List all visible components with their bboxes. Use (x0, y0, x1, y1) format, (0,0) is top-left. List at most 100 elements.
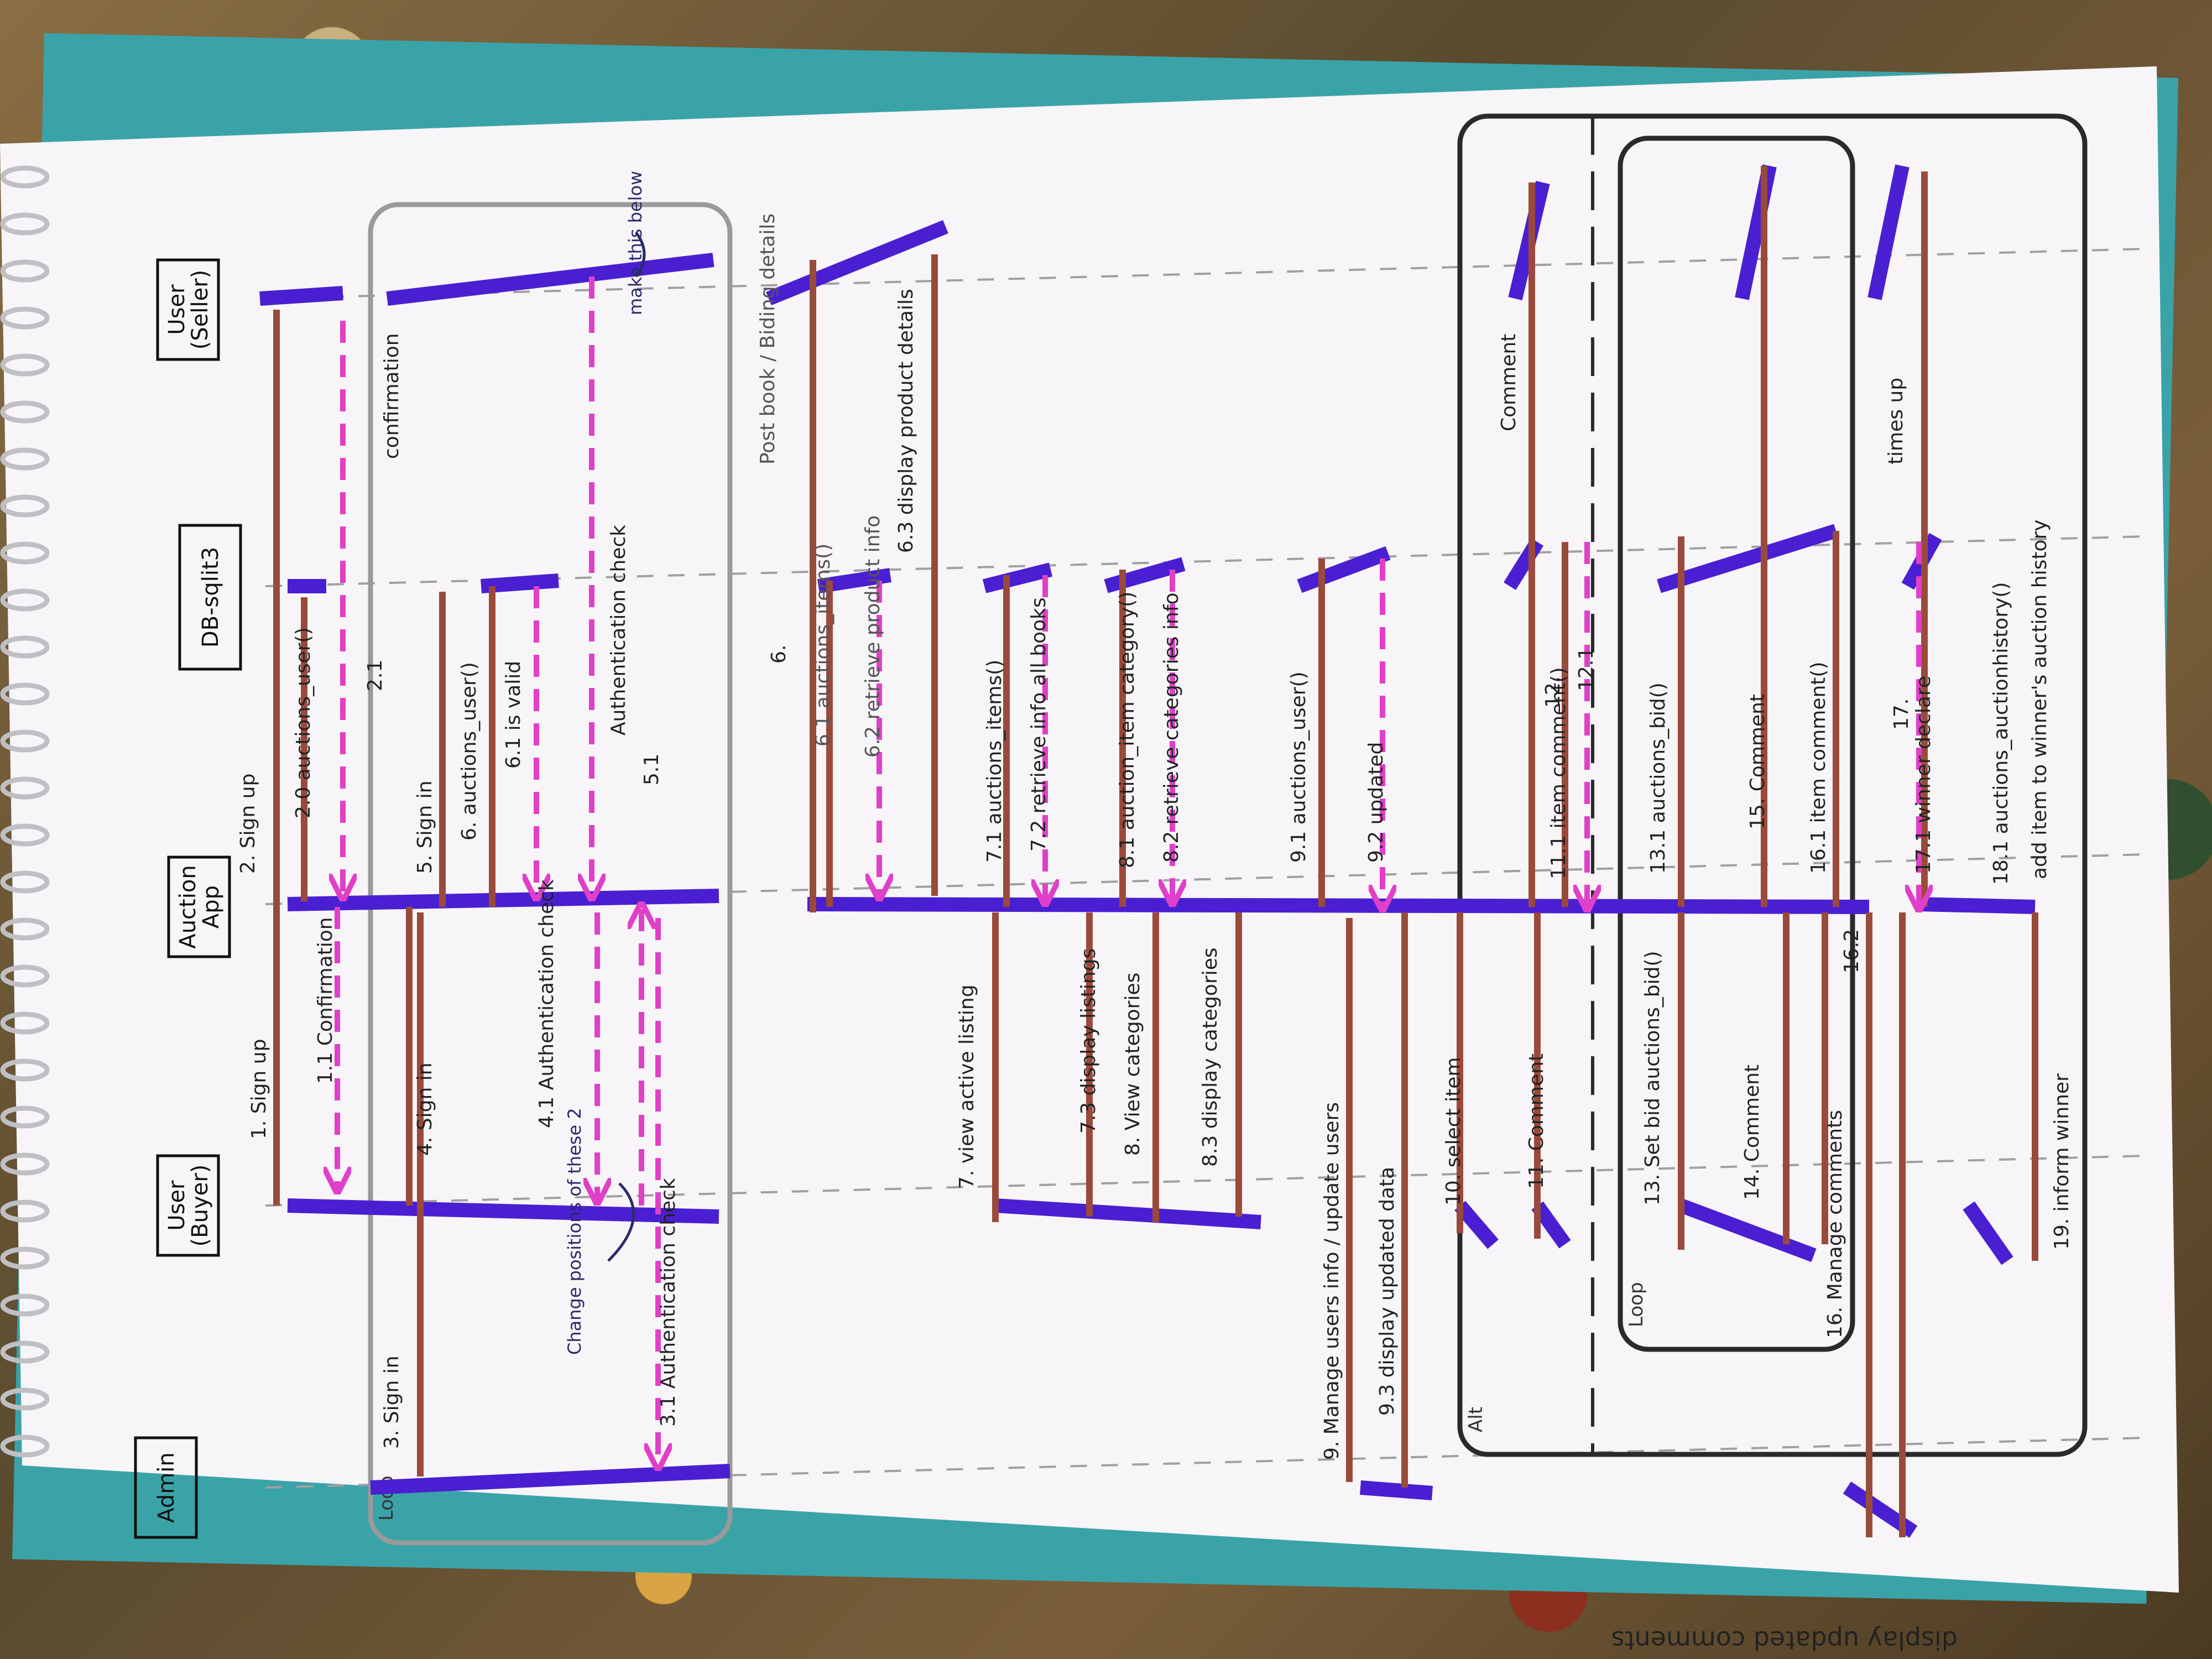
message-label: 9.3 display updated data (1376, 1167, 1399, 1416)
participant-label: (Buyer) (187, 1165, 213, 1247)
annotation-note-text: Change positions of these 2 (564, 1108, 585, 1355)
message-label-text: 6.2 retrieve product info (862, 515, 884, 758)
spiral-ring (0, 1293, 50, 1317)
message-label: 2.0 auctions_user() (292, 627, 315, 818)
message-label-text: 2.1 (364, 660, 387, 691)
message-label: 6.1 is valid (502, 661, 525, 769)
activation-bar (1297, 546, 1391, 593)
spiral-ring (0, 212, 50, 236)
message-label: 5. Sign in (414, 780, 436, 874)
message-label-text: 5. Sign in (414, 780, 436, 874)
message-label: 19. inform winner (2051, 1073, 2073, 1250)
spiral-ring (0, 870, 50, 894)
spiral-ring (0, 1340, 50, 1364)
spiral-ring (0, 353, 50, 377)
spiral-ring (0, 729, 50, 753)
activation-bar (982, 562, 1053, 593)
message-label-text: 7.2 retrieve info all books (1027, 597, 1050, 852)
activation-bar (1918, 897, 2036, 914)
activation-bar (287, 1198, 719, 1224)
message-label-text: 17. (1890, 698, 1913, 730)
activation-bar (1104, 557, 1186, 593)
frame-label-text: Alt (1465, 1407, 1487, 1432)
message-label-text: 11.1 item comment() (1547, 667, 1570, 879)
spiral-ring (0, 165, 50, 189)
message-label-text: 6.3 display product details (895, 289, 917, 553)
participant-label: Admin (154, 1452, 179, 1522)
message-label: 9.1 auctions_user() (1287, 671, 1310, 863)
message-label-text: 2.0 auctions_user() (292, 627, 315, 818)
message-label: 5.1 (640, 754, 663, 785)
message-label: 16.1 item comment() (1807, 661, 1830, 874)
frame-label: Alt (1465, 1407, 1487, 1432)
message-label: 8. View categories (1121, 973, 1144, 1156)
message-label: 3. Sign in (380, 1355, 403, 1449)
message-label-text: 16.1 item comment() (1807, 661, 1830, 874)
participant-label: (Seller) (187, 270, 213, 350)
note-arrow (634, 231, 646, 278)
activation-bar (287, 889, 719, 911)
note-arrow (607, 1182, 635, 1262)
message-label-text: 16. Manage comments (1824, 1110, 1846, 1338)
participant-seller: User(Seller) (156, 258, 220, 361)
message-label: 11.1 item comment() (1547, 667, 1570, 879)
spiral-ring (0, 588, 50, 612)
message-label-text: 4. Sign in (414, 1062, 436, 1156)
loop-frame-inner (1618, 135, 1855, 1352)
message-label: 16.2 (1840, 929, 1863, 973)
message-label: 7.1 auctions_items() (983, 660, 1006, 863)
message-label: 12.1 (1575, 647, 1598, 691)
message-label: 8.2 retrieve categories info (1160, 593, 1183, 863)
message-label: Comment (1498, 334, 1520, 431)
message-label-text: Authentication check (607, 525, 630, 735)
activation-bar (1360, 1480, 1433, 1500)
message-label: 14. Comment (1741, 1065, 1764, 1200)
message-label-text: 18.1 auctions_auctionhistory() (1990, 582, 2012, 885)
message-label-text: 8. View categories (1121, 973, 1144, 1156)
message-label: 10. select item (1442, 1057, 1465, 1206)
message-label: 2.1 (364, 660, 387, 691)
message-label: 13.1 auctions_bid() (1647, 682, 1670, 874)
message-label: 7.3 display listings (1077, 948, 1100, 1134)
activation-bar (370, 1464, 731, 1495)
message-label-text: Post book / Biding details (757, 213, 779, 465)
message-label-text: 13. Set bid auctions_bid() (1641, 951, 1664, 1206)
participant-box (134, 1436, 198, 1539)
message-label-text: 14. Comment (1741, 1065, 1764, 1200)
participant-label: User (164, 1180, 190, 1231)
spiral-ring (0, 1058, 50, 1082)
activation-bar (1454, 1201, 1499, 1249)
spiral-ring (0, 1105, 50, 1129)
message-label-text: 8.1 auction_item category() (1116, 592, 1139, 868)
activation-bar (995, 1198, 1261, 1229)
participant-box (156, 1154, 220, 1257)
message-label-text: 12.1 (1575, 647, 1598, 691)
message-label-text: 6. (768, 645, 790, 664)
message-label-text: 7. view active listing (956, 984, 978, 1189)
message-label-text: 4.1 Authentication check (535, 879, 558, 1128)
message-label: 7. view active listing (956, 984, 978, 1189)
activation-bar (1963, 1201, 2013, 1265)
message-label: 6.1 auctions_items() (812, 544, 834, 747)
message-label: 6.2 retrieve product info (862, 515, 884, 758)
message-label: 12. (1542, 676, 1564, 708)
message-label-text: 6.1 auctions_items() (812, 544, 834, 747)
message-label: 6.3 display product details (895, 289, 917, 553)
message-label: 13. Set bid auctions_bid() (1641, 951, 1664, 1206)
activation-bar (386, 253, 714, 306)
spiral-ring (0, 964, 50, 988)
message-label: 17.1 winner declare (1912, 676, 1935, 874)
participant-label: DB-sqlit3 (198, 547, 223, 648)
message-label-text: 7.1 auctions_items() (983, 660, 1006, 863)
message-label: 8.1 auction_item category() (1116, 592, 1139, 868)
spiral-ring (0, 823, 50, 847)
activation-bar (1531, 1201, 1571, 1249)
message-label-text: 6.1 is valid (502, 661, 525, 769)
message-label: 7.2 retrieve info all books (1027, 597, 1050, 852)
message-label: Authentication check (607, 525, 630, 735)
participant-box (167, 855, 231, 958)
activation-bar (259, 286, 343, 306)
annotation-note: Change positions of these 2 (564, 1108, 585, 1355)
message-label: add item to winner's auction history (2028, 519, 2051, 879)
